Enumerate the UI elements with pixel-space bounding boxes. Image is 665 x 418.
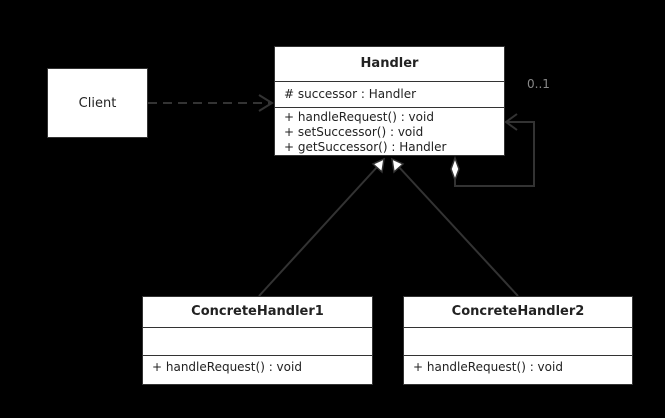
handler-operations: + handleRequest() : void + setSuccessor(…	[275, 108, 504, 155]
concrete-handler-1-attributes	[143, 328, 372, 356]
generalization-arrow-1	[258, 157, 385, 297]
handler-operation: + getSuccessor() : Handler	[284, 140, 447, 154]
concrete-handler-2-attributes	[404, 328, 632, 356]
concrete-handler-2-name: ConcreteHandler2	[404, 297, 632, 328]
handler-class-box: Handler # successor : Handler + handleRe…	[274, 46, 505, 156]
handler-class-name: Handler	[275, 47, 504, 82]
association-multiplicity: 0..1	[527, 77, 550, 91]
dependency-arrow	[148, 94, 274, 112]
concrete-handler-1-box: ConcreteHandler1 + handleRequest() : voi…	[142, 296, 373, 385]
handler-operation: + handleRequest() : void	[284, 110, 434, 124]
concrete-handler-1-name: ConcreteHandler1	[143, 297, 372, 328]
concrete-handler-1-operation: + handleRequest() : void	[152, 360, 302, 374]
client-label: Client	[78, 95, 117, 111]
handler-operation: + setSuccessor() : void	[284, 125, 424, 139]
client-box: Client	[47, 68, 148, 138]
concrete-handler-2-box: ConcreteHandler2 + handleRequest() : voi…	[403, 296, 633, 385]
concrete-handler-2-operation: + handleRequest() : void	[413, 360, 563, 374]
concrete-handler-2-operations: + handleRequest() : void	[404, 356, 632, 375]
handler-attribute: # successor : Handler	[284, 87, 417, 101]
generalization-arrow-2	[391, 157, 519, 297]
concrete-handler-1-operations: + handleRequest() : void	[143, 356, 372, 375]
self-association	[450, 113, 535, 187]
handler-attributes: # successor : Handler	[275, 82, 504, 108]
